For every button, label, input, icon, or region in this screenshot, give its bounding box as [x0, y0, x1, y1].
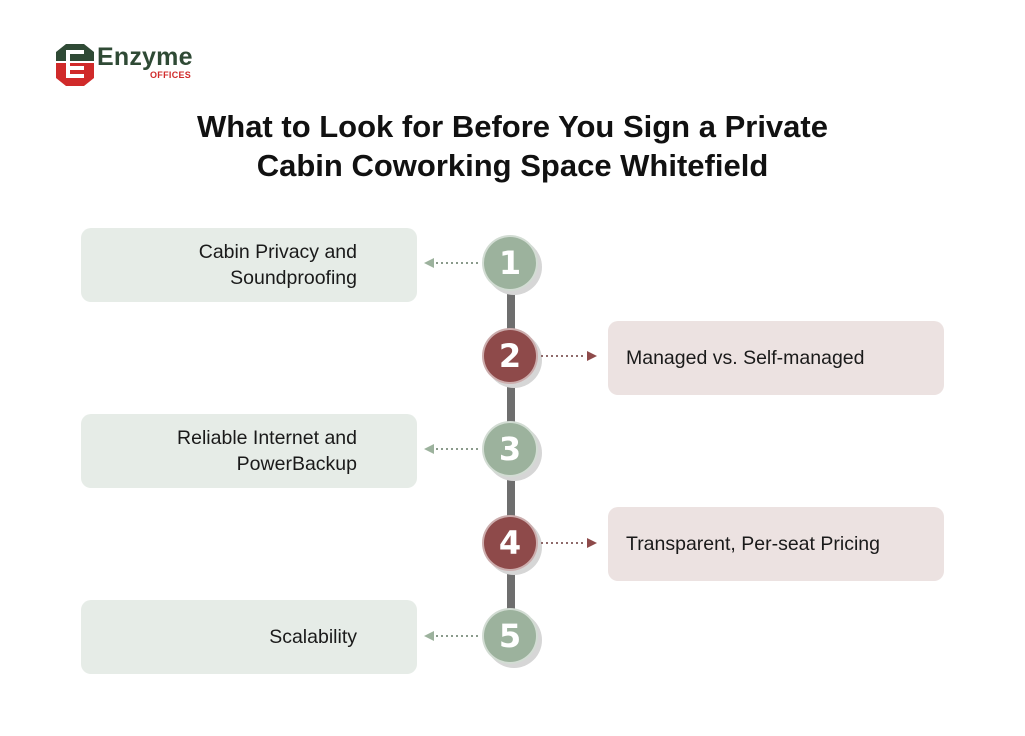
- step-label-1-line-1: Cabin Privacy and: [198, 241, 357, 263]
- step-node-5: 5: [482, 608, 538, 664]
- arrow-left-icon: [424, 631, 480, 641]
- arrow-right-icon: [541, 351, 597, 361]
- page-title-line-1: What to Look for Before You Sign a Priva…: [197, 109, 828, 144]
- page-title-line-2: Cabin Coworking Space Whitefield: [256, 148, 769, 183]
- step-label-2: Managed vs. Self-managed: [626, 345, 864, 371]
- step-box-1: Cabin Privacy and Soundproofing: [81, 228, 417, 302]
- connector-1: [424, 258, 480, 268]
- step-box-4: Transparent, Per-seat Pricing: [608, 507, 944, 581]
- step-box-5: Scalability: [81, 600, 417, 674]
- arrow-right-icon: [541, 538, 597, 548]
- step-label-4-line-1: Transparent, Per-seat Pricing: [626, 533, 880, 555]
- step-label-4: Transparent, Per-seat Pricing: [626, 531, 880, 557]
- step-label-1: Cabin Privacy and Soundproofing: [199, 239, 357, 291]
- step-node-4: 4: [482, 515, 538, 571]
- enzyme-logo-mark-icon: [56, 44, 94, 86]
- step-label-3-line-1: Reliable Internet and: [177, 427, 357, 449]
- connector-2: [541, 351, 597, 361]
- page-title: What to Look for Before You Sign a Priva…: [0, 107, 1025, 185]
- arrow-left-icon: [424, 444, 480, 454]
- step-node-1: 1: [482, 235, 538, 291]
- step-node-3: 3: [482, 421, 538, 477]
- step-label-5: Scalability: [269, 624, 357, 650]
- brand-name: Enzyme: [97, 43, 193, 71]
- step-label-1-line-2: Soundproofing: [230, 267, 357, 289]
- connector-5: [424, 631, 480, 641]
- step-label-5-line-1: Scalability: [269, 626, 357, 648]
- step-label-3-line-2: PowerBackup: [236, 453, 357, 475]
- brand-subtitle: OFFICES: [150, 70, 192, 80]
- step-node-2: 2: [482, 328, 538, 384]
- connector-3: [424, 444, 480, 454]
- arrow-left-icon: [424, 258, 480, 268]
- brand-logo: Enzyme OFFICES: [56, 43, 216, 88]
- connector-4: [541, 538, 597, 548]
- step-box-3: Reliable Internet and PowerBackup: [81, 414, 417, 488]
- step-label-2-line-1: Managed vs. Self-managed: [626, 347, 865, 369]
- step-box-2: Managed vs. Self-managed: [608, 321, 944, 395]
- step-label-3: Reliable Internet and PowerBackup: [177, 425, 357, 477]
